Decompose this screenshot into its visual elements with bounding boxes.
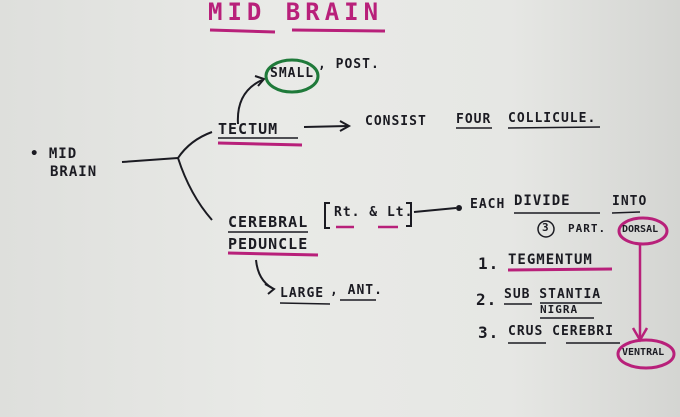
title-underline-2 <box>291 28 386 33</box>
branch-to-tectum <box>177 131 213 159</box>
part-2-name: SUB STANTIA <box>504 287 602 302</box>
tectum-underline <box>217 141 303 147</box>
page-title: MID BRAIN <box>208 0 384 26</box>
sides-label: Rt. & Lt. <box>334 205 414 220</box>
part-3-name: CRUS CEREBRI <box>508 324 614 339</box>
ventral-circle <box>616 338 676 370</box>
part-label: PART. <box>568 222 607 235</box>
part-2-number: 2. <box>476 290 498 309</box>
large-label: LARGE <box>280 286 325 301</box>
title-underline <box>209 28 276 34</box>
small-circle <box>264 58 320 94</box>
peduncle-label-line2: PEDUNCLE <box>228 235 309 253</box>
count-label: 3 <box>542 221 550 234</box>
post-label: , POST. <box>318 57 380 72</box>
root-label-line2: BRAIN <box>50 164 98 180</box>
tectum-label: TECTUM <box>218 120 279 138</box>
part-1-name: TEGMENTUM <box>508 252 593 268</box>
into-label: INTO <box>612 194 648 209</box>
small-label: SMALL <box>270 66 315 81</box>
dorsal-circle <box>617 216 669 246</box>
four-label: FOUR <box>456 112 492 127</box>
tegmentum-underline <box>507 267 613 272</box>
peduncle-label-line1: CEREBRAL <box>228 213 309 231</box>
peduncle-large-arrow <box>255 259 273 289</box>
root-label-line1: • MID <box>30 146 78 162</box>
part-3-number: 3. <box>478 323 500 342</box>
collicule-label: COLLICULE. <box>508 111 597 126</box>
tectum-consist-arrow <box>303 125 349 128</box>
count-circle <box>537 220 555 238</box>
each-label: EACH <box>470 197 506 212</box>
root-branch-line <box>121 157 179 163</box>
tectum-small-arrow <box>236 79 263 125</box>
part-1-number: 1. <box>478 254 500 273</box>
branch-to-peduncle <box>177 157 213 221</box>
peduncle-underline <box>227 251 319 257</box>
ant-label: , ANT. <box>330 283 383 298</box>
part-2-name-line2: NIGRA <box>540 303 579 316</box>
bracket-each-line <box>413 207 457 213</box>
ventral-label: VENTRAL <box>622 347 665 358</box>
consist-label: CONSIST <box>365 114 427 129</box>
dorsal-label: DORSAL <box>622 224 659 235</box>
divide-label: DIVIDE <box>514 193 571 209</box>
